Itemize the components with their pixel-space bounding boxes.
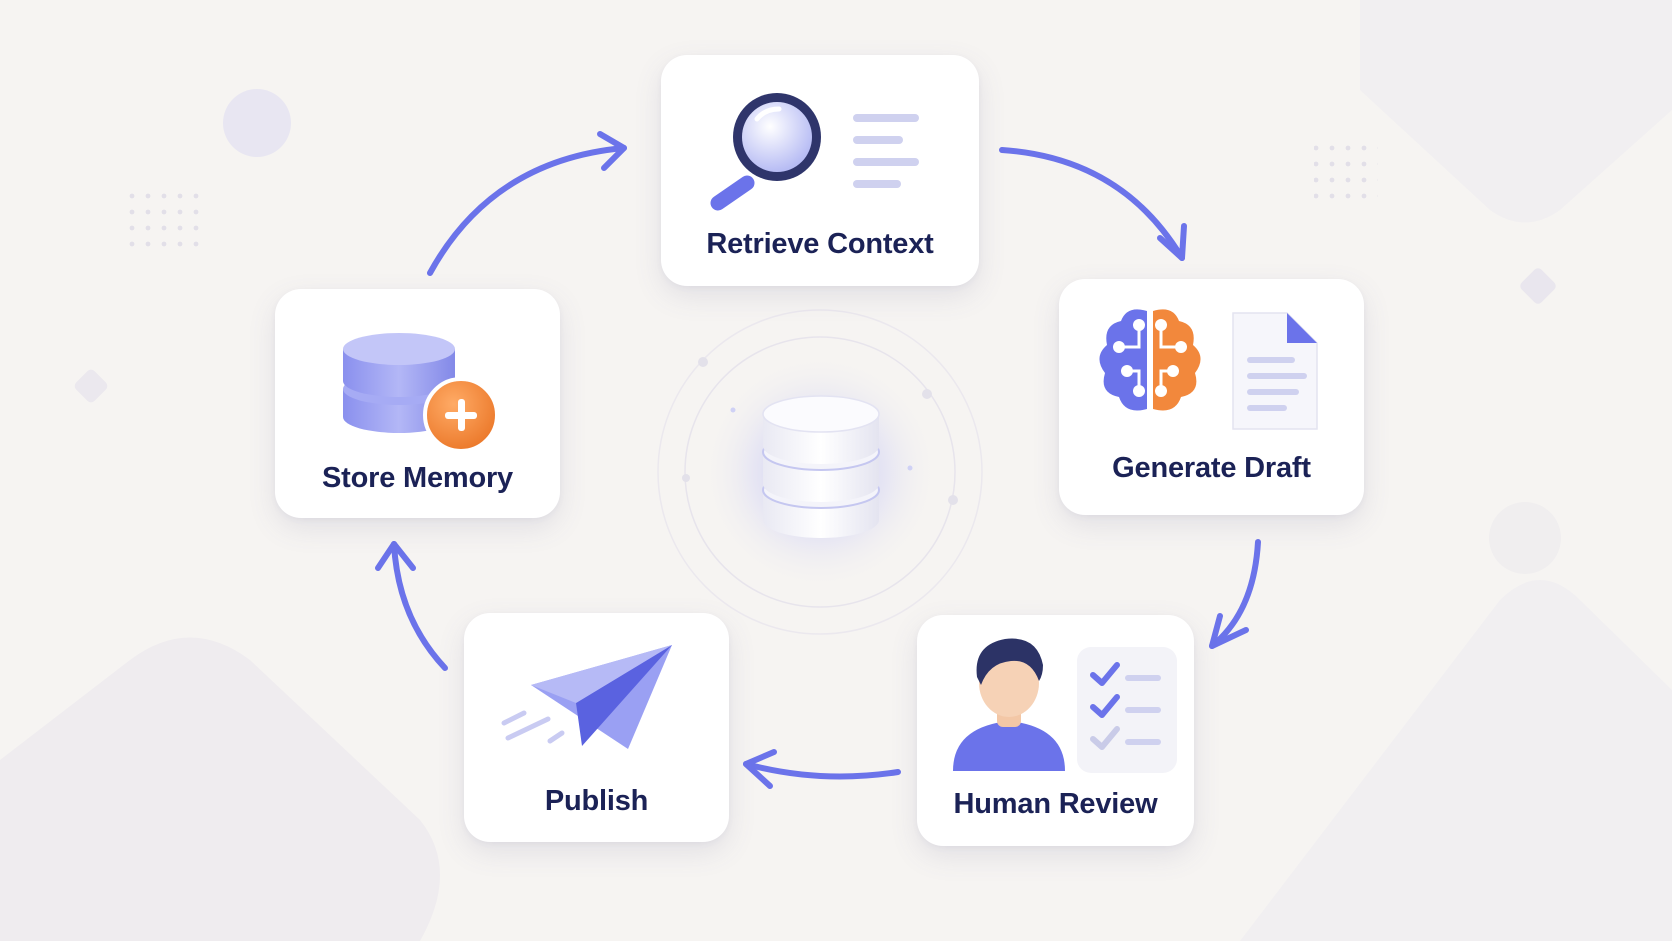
step-retrieve-context[interactable]: Retrieve Context — [661, 55, 979, 286]
database-add-icon — [343, 333, 499, 449]
step-store-memory[interactable]: Store Memory — [275, 289, 560, 518]
step-label: Store Memory — [322, 462, 513, 494]
step-publish[interactable]: Publish — [464, 613, 729, 842]
step-label: Retrieve Context — [706, 228, 934, 260]
step-label: Human Review — [953, 788, 1158, 820]
brain-document-icon — [1099, 309, 1318, 430]
step-generate-draft[interactable]: Generate Draft — [1059, 279, 1364, 515]
person-checklist-icon — [953, 638, 1177, 773]
step-label: Generate Draft — [1112, 452, 1311, 484]
step-label: Publish — [544, 785, 649, 817]
paper-plane-icon — [501, 645, 672, 749]
magnifier-document-icon — [710, 93, 919, 211]
step-human-review[interactable]: Human Review — [917, 615, 1194, 846]
